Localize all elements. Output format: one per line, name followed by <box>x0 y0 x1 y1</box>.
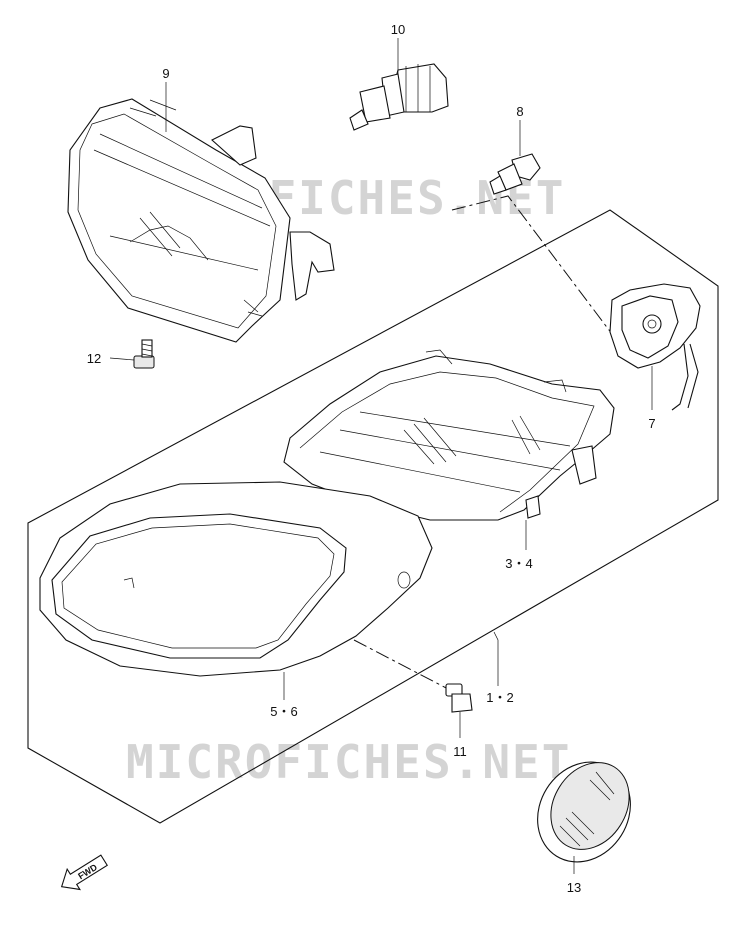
label-12: 12 <box>87 351 101 366</box>
assembly-boundary <box>27 209 719 824</box>
mounting-screw <box>133 339 155 369</box>
label-13: 13 <box>567 880 581 895</box>
fwd-arrow-icon: FWD <box>60 854 108 891</box>
label-11: 11 <box>453 744 467 759</box>
headlamp-unit <box>67 98 335 343</box>
headlamp-lens-housing <box>283 349 615 521</box>
watermark-bottom: MICROFICHES.NET <box>126 735 571 789</box>
label-10: 10 <box>391 22 405 37</box>
label-5-6: 5・6 <box>270 704 297 719</box>
headlamp-rim <box>39 481 433 677</box>
reflector <box>537 761 631 863</box>
label-1-2: 1・2 <box>486 690 513 705</box>
label-8: 8 <box>516 104 523 119</box>
guide-line-8 <box>451 195 613 335</box>
guide-line-11 <box>353 639 451 691</box>
headlamp-bulb <box>349 63 449 131</box>
position-bulb <box>489 153 541 195</box>
label-7: 7 <box>648 416 655 431</box>
leader-1-2 <box>493 631 499 686</box>
label-3-4: 3・4 <box>505 556 532 571</box>
bulb-socket-cover <box>609 283 701 411</box>
leader-12 <box>109 357 135 361</box>
rim-screw <box>445 683 473 713</box>
label-9: 9 <box>162 66 169 81</box>
